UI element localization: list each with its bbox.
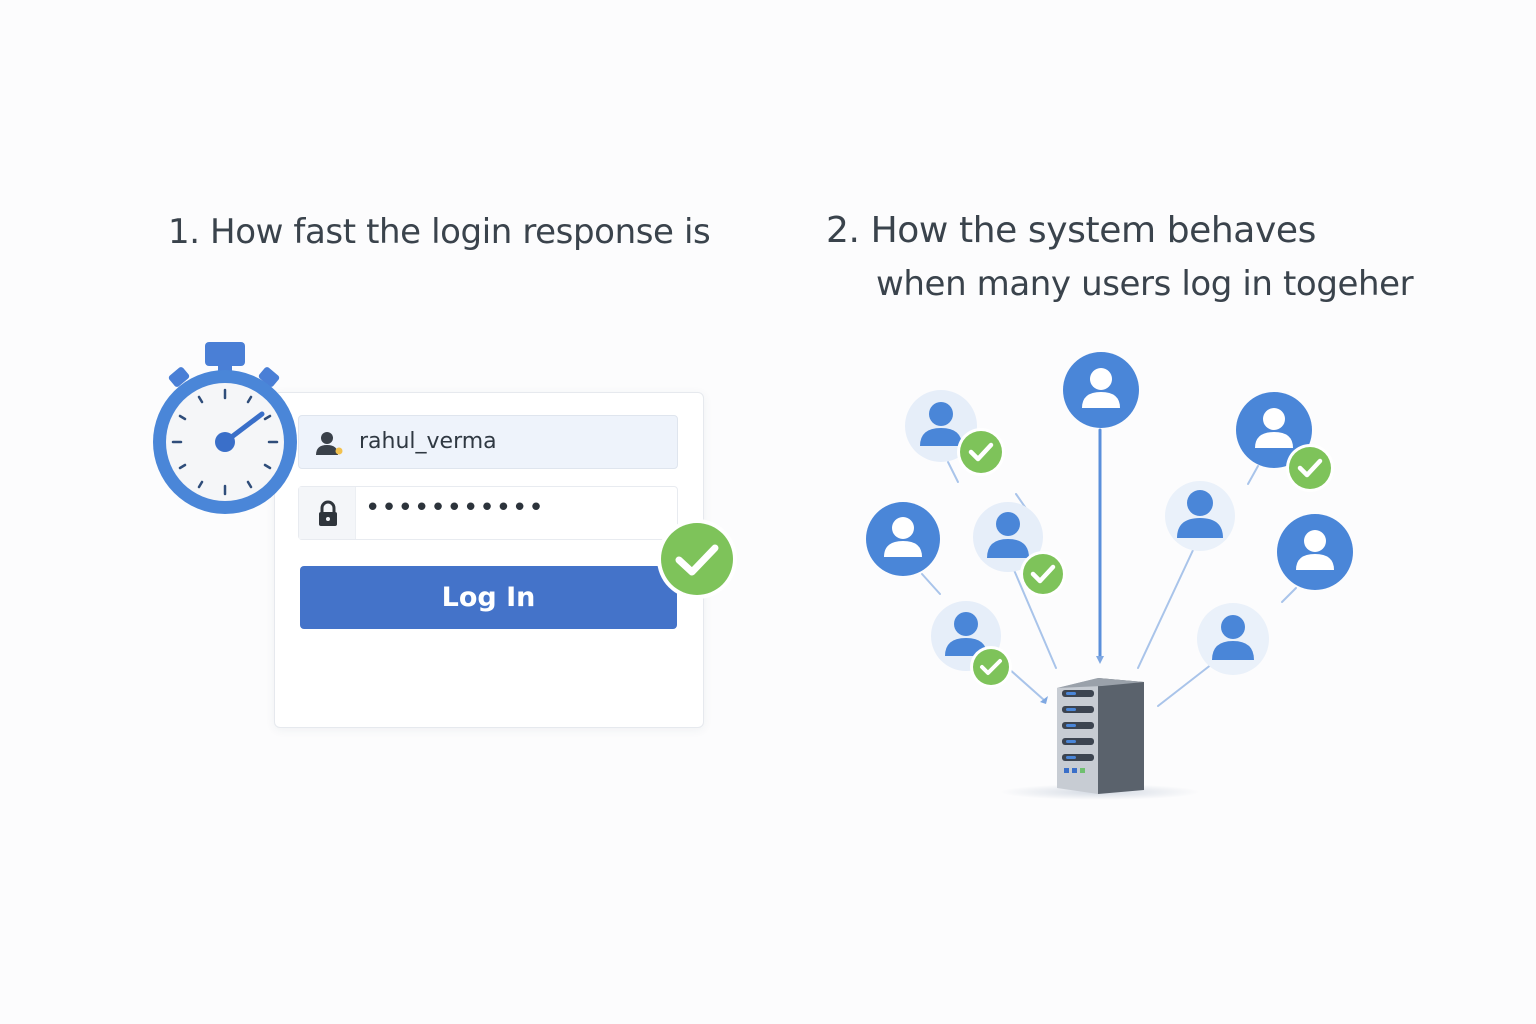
- user-icon: [316, 432, 343, 455]
- user-icon: [973, 502, 1043, 572]
- user-icon: [1277, 514, 1353, 590]
- password-icon-area: [299, 487, 356, 539]
- stopwatch-icon: [153, 342, 297, 514]
- check-circle-icon: [657, 519, 737, 599]
- check-circle-icon: [1020, 551, 1066, 597]
- login-button[interactable]: Log In: [300, 566, 677, 629]
- section-1-title: 1. How fast the login response is: [168, 212, 711, 252]
- lock-icon: [319, 500, 337, 526]
- check-circle-icon: [1286, 444, 1334, 492]
- user-icon: [1165, 481, 1235, 551]
- user-icon: [1197, 603, 1269, 675]
- username-field[interactable]: rahul_verma: [298, 415, 678, 469]
- username-value: rahul_verma: [359, 429, 497, 454]
- password-value: •••••••••••: [365, 493, 545, 523]
- server-icon: [1000, 678, 1200, 800]
- password-field[interactable]: •••••••••••: [298, 486, 678, 540]
- user-icon: [1063, 352, 1139, 428]
- check-circle-icon: [957, 428, 1005, 476]
- section-2-title-line2: when many users log in togeher: [876, 264, 1414, 304]
- section-2-title-line1: 2. How the system behaves: [826, 210, 1316, 251]
- user-icon: [1236, 392, 1312, 468]
- check-circle-icon: [970, 646, 1012, 688]
- user-icon: [866, 502, 940, 576]
- connection-lines: [921, 428, 1297, 707]
